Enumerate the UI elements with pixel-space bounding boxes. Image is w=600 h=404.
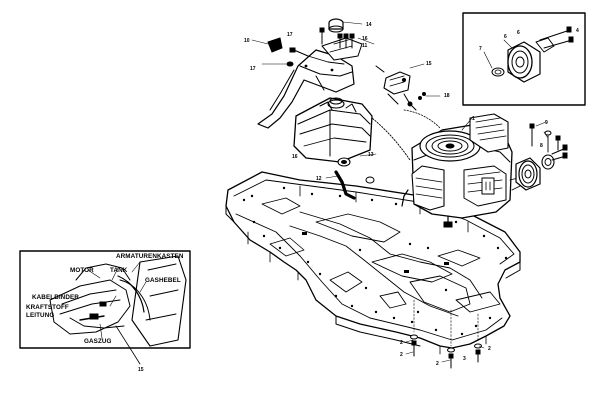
label-armaturenkasten: ARMATURENKASTEN <box>116 253 184 260</box>
part-labels: 14 10 17 17 16 11 15 18 16 13 12 1 9 8 2… <box>244 22 579 367</box>
fuel-tank <box>293 97 373 163</box>
fuel-cap <box>328 18 363 33</box>
label-16-tank: 16 <box>292 154 298 160</box>
label-14: 14 <box>366 22 372 28</box>
label-18: 18 <box>444 93 450 99</box>
pulley-assembly <box>515 130 568 191</box>
throttle-bracket <box>375 63 441 111</box>
label-13: 13 <box>368 152 374 158</box>
label-tank: TANK <box>110 267 128 274</box>
label-leitung: LEITUNG <box>26 312 54 319</box>
label-4-inset: 4 <box>576 28 579 34</box>
fuel-hose <box>325 153 377 200</box>
throttle-routing-inset <box>19 250 191 365</box>
top-screws <box>261 27 375 67</box>
label-11: 11 <box>362 43 368 49</box>
engine-bolts <box>529 121 561 151</box>
label-1: 1 <box>472 116 475 122</box>
leader-lines <box>461 117 549 139</box>
label-9: 9 <box>545 120 548 126</box>
label-3: 3 <box>463 356 466 362</box>
label-2-c: 2 <box>488 346 491 352</box>
label-17-top: 17 <box>287 32 293 38</box>
label-10: 10 <box>244 38 250 44</box>
label-15: 15 <box>426 61 432 67</box>
label-2-b: 2 <box>400 352 403 358</box>
label-6-inset: 6 <box>504 34 507 40</box>
label-2-a: 2 <box>400 340 403 346</box>
engine <box>401 113 521 228</box>
throttle-cable-dotted <box>403 109 441 129</box>
label-2-d: 2 <box>436 361 439 367</box>
bottom-fasteners <box>405 299 485 369</box>
knob-part <box>251 37 283 53</box>
label-gaszug: GASZUG <box>84 338 112 345</box>
label-inset-15: 15 <box>138 367 144 373</box>
label-16-top: 16 <box>362 36 368 42</box>
label-kraftstoff: KRAFTSTOFF <box>26 304 69 311</box>
label-motor: MOTOR <box>70 267 94 274</box>
label-kabelbinder: KABELBINDER <box>32 294 79 301</box>
inset-labels: ARMATURENKASTEN MOTOR TANK GASHEBEL KABE… <box>26 253 184 373</box>
label-6b-inset: 6 <box>517 30 520 36</box>
label-17-left: 17 <box>250 66 256 72</box>
label-7-inset: 7 <box>479 46 482 52</box>
label-12: 12 <box>316 176 322 182</box>
label-8: 8 <box>540 143 543 149</box>
pulley-detail-inset <box>462 12 586 106</box>
label-gashebel: GASHEBEL <box>145 277 181 284</box>
